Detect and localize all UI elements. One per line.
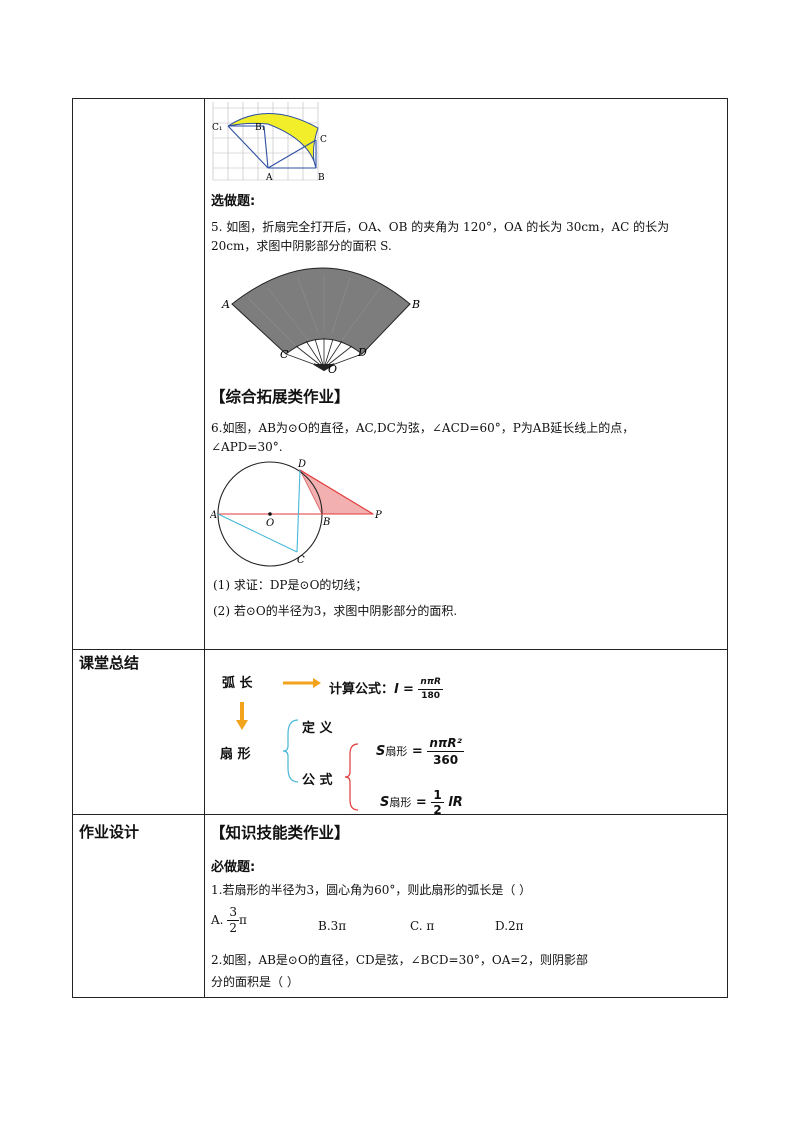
row-label-summary: 课堂总结 (79, 654, 140, 672)
label-c: C (320, 135, 327, 145)
orange-arrow-down (236, 702, 248, 730)
q2-line1: 2.如图，AB是⊙O的直径，CD是弦，∠BCD=30°，OA=2，则阴影部 (211, 953, 589, 967)
label-b1: B₁ (255, 123, 265, 133)
formula1-numerator: nπR² (427, 736, 464, 752)
s-subscript: 扇形 (385, 745, 408, 758)
label-a: A (265, 173, 273, 183)
fan-pivot (313, 363, 335, 372)
triangle-lines (227, 125, 317, 169)
q6-line2: ∠APD=30°. (211, 440, 283, 454)
worksheet-table: 课堂总结 作业设计 (72, 98, 728, 998)
circle-label-a: A (210, 510, 217, 521)
chord-ac (217, 513, 298, 553)
formula1-fraction: nπR² 360 (427, 735, 464, 768)
fan-label-c: C (280, 348, 289, 361)
summary-arc-length: 弧 长 (222, 676, 253, 691)
option-a-tail: π (238, 913, 247, 927)
orange-arrow-right (283, 678, 321, 688)
row-divider (73, 649, 727, 650)
calc-denominator: 180 (421, 691, 441, 701)
summary-sector: 扇 形 (220, 747, 251, 762)
fan-texture (247, 274, 381, 349)
grid-figure: C₁ B₁ C A B (212, 102, 327, 183)
option-a-prefix: A. (211, 913, 224, 927)
fan-label-o: O (328, 363, 337, 376)
q5-line1: 5. 如图，折扇完全打开后，OA、OB 的夹角为 120°，OA 的长为 30c… (211, 220, 670, 234)
homework-heading: 【知识技能类作业】 (210, 824, 350, 842)
s-subscript: 扇形 (389, 796, 412, 809)
calc-l: l = (394, 682, 414, 697)
label-c1: C₁ (212, 123, 223, 133)
q2-line2: 分的面积是（ ） (211, 975, 299, 989)
circle-label-d: D (297, 459, 306, 470)
tangent-line-dp (299, 469, 374, 515)
q6-sub2: (2) 若⊙O的半径为3，求图中阴影部分的面积. (213, 604, 458, 618)
q1-text: 1.若扇形的半径为3，圆心角为60°，则此扇形的弧长是（ ） (211, 883, 532, 897)
option-a-fraction: 3 2 (227, 905, 239, 936)
q6-line1: 6.如图，AB为⊙O的直径，AC,DC为弦，∠ACD=60°，P为AB延长线上的… (211, 421, 635, 435)
calc-numerator: nπR (418, 676, 443, 690)
summary-formula: 公 式 (302, 773, 333, 788)
homework-required: 必做题: (211, 860, 256, 875)
circle-figure: A O B P C D (210, 459, 382, 567)
formula1-denominator: 360 (433, 753, 459, 767)
extension-heading: 【综合拓展类作业】 (210, 388, 350, 406)
summary-definition: 定 义 (302, 721, 333, 736)
option-a-denominator: 2 (229, 921, 237, 935)
bracket-red (344, 743, 359, 811)
equals-sign: = (411, 744, 423, 759)
circle-label-p: P (374, 510, 382, 521)
calc-label: 计算公式： (329, 682, 395, 697)
q1-option-c: C. π (410, 919, 435, 933)
center-point (268, 512, 272, 516)
formula2-denominator: 2 (433, 803, 442, 817)
fan-label-d: D (357, 346, 367, 359)
row-label-homework: 作业设计 (79, 823, 140, 841)
fan-figure: A B C D O (221, 267, 420, 376)
column-divider (204, 99, 205, 997)
formula2-fraction: 1 2 (431, 788, 444, 817)
sector-area-formula-2: S扇形 = 1 2 lR (380, 788, 463, 817)
s-symbol: S (376, 744, 386, 759)
sector-area-formula-1: S扇形 = nπR² 360 (376, 735, 464, 768)
q1-option-a: A. 3 2 π (211, 905, 247, 936)
optional-heading: 选做题: (211, 194, 256, 209)
label-b: B (318, 173, 325, 183)
row-divider (73, 814, 727, 815)
fan-label-a: A (221, 298, 230, 311)
formula2-tail: lR (448, 795, 463, 810)
option-a-numerator: 3 (227, 905, 239, 921)
q6-sub1: (1) 求证：DP是⊙O的切线； (213, 578, 368, 592)
circle-label-o: O (266, 518, 274, 529)
formula2-numerator: 1 (431, 788, 444, 803)
s-symbol: S (380, 795, 390, 810)
calc-fraction: nπR 180 (418, 676, 443, 703)
fan-label-b: B (411, 298, 420, 311)
bracket-cyan (282, 719, 299, 783)
q5-line2: 20cm，求图中阴影部分的面积 S. (211, 239, 392, 253)
chord-dc (296, 469, 301, 553)
summary-calc-formula: 计算公式：l = nπR 180 (329, 676, 443, 703)
fan-shaded-region (231, 267, 411, 355)
circle-label-b: B (322, 517, 330, 528)
circle-label-c: C (297, 555, 305, 566)
q1-option-d: D.2π (495, 919, 524, 933)
q1-option-b: B.3π (318, 919, 347, 933)
equals-sign: = (415, 795, 427, 810)
